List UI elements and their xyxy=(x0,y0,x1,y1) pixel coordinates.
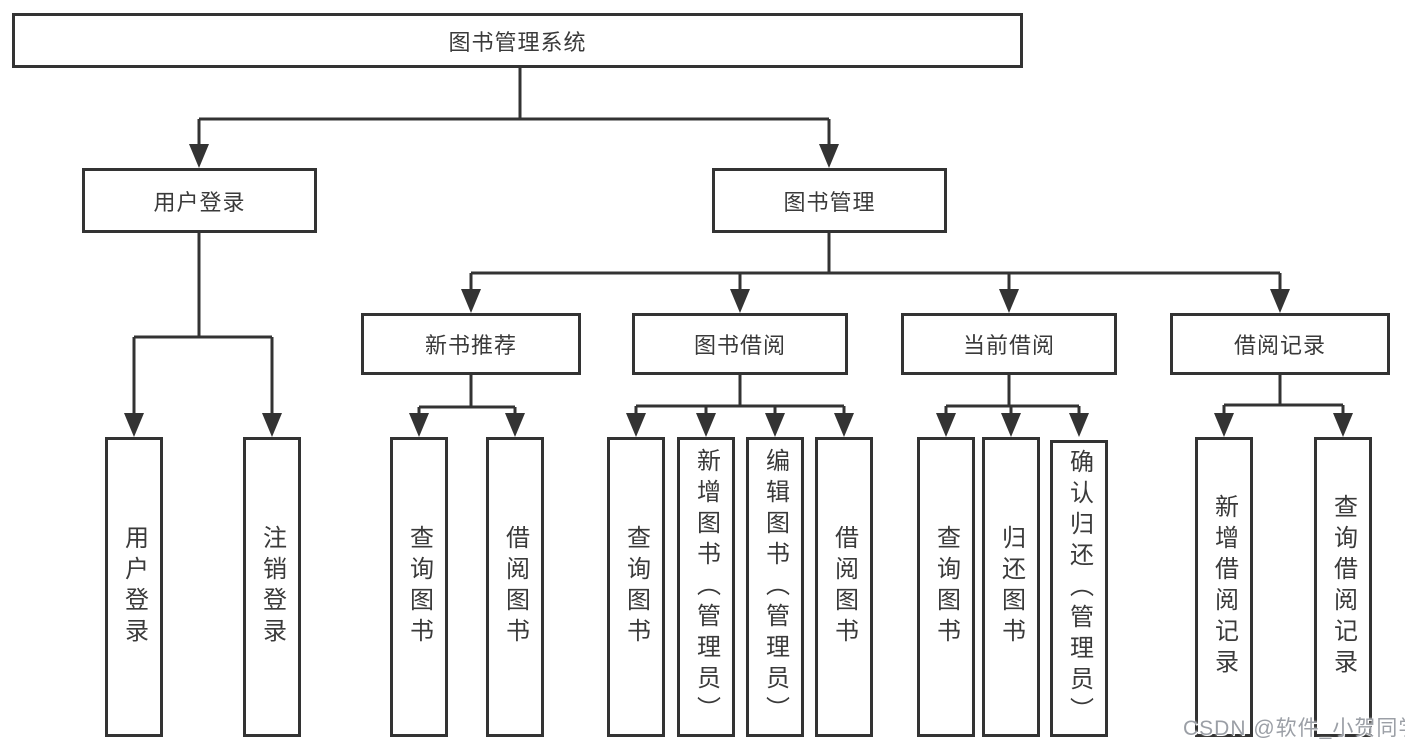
node-borrowing-records: 借阅记录 xyxy=(1170,313,1390,375)
leaf-edit-book-admin: 编辑图书（管理员） xyxy=(746,437,804,737)
leaf-query-books-current: 查询图书 xyxy=(917,437,975,737)
connector-user-login xyxy=(132,233,274,415)
node-current-borrowing: 当前借阅 xyxy=(901,313,1117,375)
leaf-query-books-borrowing: 查询图书 xyxy=(607,437,665,737)
connector-root xyxy=(197,68,831,146)
node-library-management-system: 图书管理系统 xyxy=(12,13,1023,68)
connector-borrowing-records xyxy=(1222,375,1345,415)
leaf-query-books-recommend: 查询图书 xyxy=(390,437,448,737)
connector-book-borrowing xyxy=(634,375,846,415)
connector-new-book-recommend xyxy=(417,375,517,415)
leaf-add-book-admin: 新增图书（管理员） xyxy=(677,437,735,737)
leaf-add-borrow-record: 新增借阅记录 xyxy=(1195,437,1253,737)
node-book-borrowing: 图书借阅 xyxy=(632,313,848,375)
node-user-login: 用户登录 xyxy=(82,168,317,233)
leaf-return-books: 归还图书 xyxy=(982,437,1040,737)
leaf-user-login: 用户登录 xyxy=(105,437,163,737)
leaf-borrow-books-borrowing: 借阅图书 xyxy=(815,437,873,737)
leaf-logout: 注销登录 xyxy=(243,437,301,737)
connector-book-management xyxy=(469,233,1282,291)
node-new-book-recommend: 新书推荐 xyxy=(361,313,581,375)
leaf-borrow-books-recommend: 借阅图书 xyxy=(486,437,544,737)
leaf-confirm-return-admin: 确认归还（管理员） xyxy=(1050,440,1108,737)
node-book-management: 图书管理 xyxy=(712,168,947,233)
csdn-watermark: CSDN @软件_小贺同学 xyxy=(1183,717,1405,740)
leaf-query-borrow-record: 查询借阅记录 xyxy=(1314,437,1372,737)
connector-current-borrowing xyxy=(944,375,1081,415)
